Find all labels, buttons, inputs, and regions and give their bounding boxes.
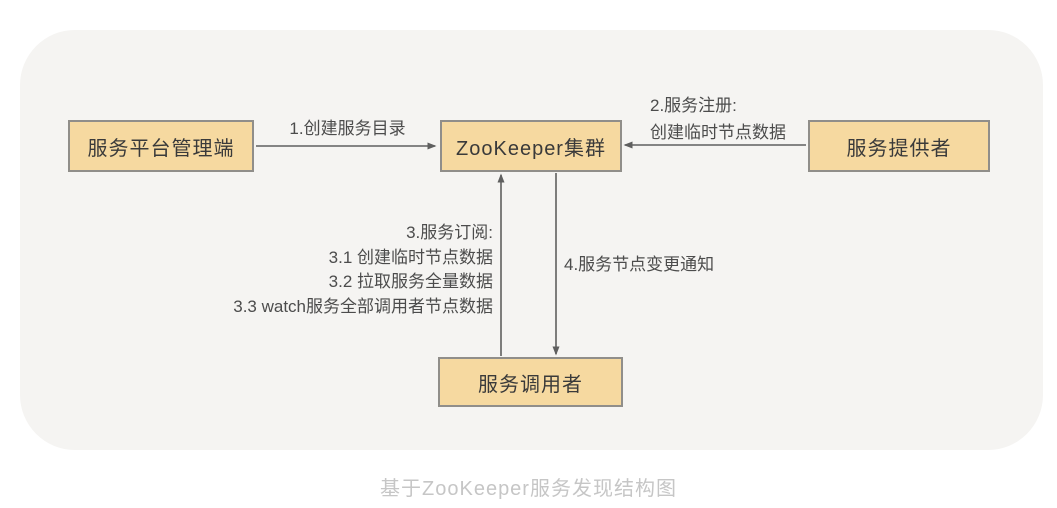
edge-label-service-subscribe-line1: 3.服务订阅: <box>406 223 493 242</box>
edge-label-service-register-line2: 创建临时节点数据 <box>650 123 786 142</box>
edge-label-service-subscribe: 3.服务订阅: 3.1 创建临时节点数据 3.2 拉取服务全量数据 3.3 wa… <box>233 221 493 319</box>
node-zookeeper-cluster-label: ZooKeeper集群 <box>456 137 606 160</box>
diagram-caption: 基于ZooKeeper服务发现结构图 <box>380 478 677 500</box>
node-service-platform-admin-label: 服务平台管理端 <box>87 137 235 160</box>
edge-label-service-subscribe-line2: 3.1 创建临时节点数据 <box>328 247 493 267</box>
edge-label-service-subscribe-line4: 3.3 watch服务全部调用者节点数据 <box>233 296 493 316</box>
edge-label-node-change-notify: 4.服务节点变更通知 <box>564 255 715 274</box>
edge-label-service-register: 2.服务注册: 创建临时节点数据 <box>650 92 786 146</box>
edge-label-create-service-dir: 1.创建服务目录 <box>289 119 406 138</box>
node-zookeeper-cluster: ZooKeeper集群 <box>440 120 622 172</box>
node-service-platform-admin: 服务平台管理端 <box>68 120 254 172</box>
edge-label-service-subscribe-line3: 3.2 拉取服务全量数据 <box>328 272 493 291</box>
node-service-provider-label: 服务提供者 <box>846 137 952 160</box>
edge-label-service-register-line1: 2.服务注册: <box>650 96 737 115</box>
node-service-provider: 服务提供者 <box>808 120 990 172</box>
node-service-consumer-label: 服务调用者 <box>478 373 583 396</box>
node-service-consumer: 服务调用者 <box>438 357 623 407</box>
